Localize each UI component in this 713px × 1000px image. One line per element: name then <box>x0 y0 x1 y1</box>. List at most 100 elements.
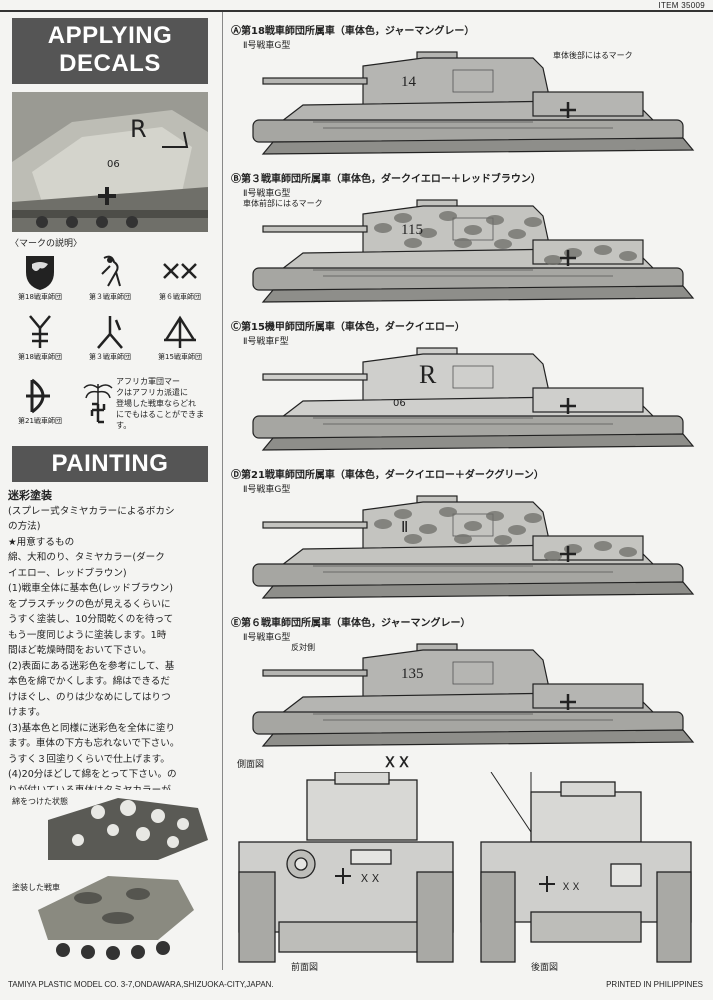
painting-photo-image: 綿をつけた状態 塗装した戦車 <box>8 790 214 968</box>
photo-mark-r: R <box>130 115 147 143</box>
painting-line: (2)表面にある迷彩色を参考にして、基 <box>8 660 175 672</box>
tank-note: 車体前部にはるマーク <box>243 199 323 208</box>
afrika-note-line: クはアフリカ派遣に <box>116 388 188 397</box>
3rd-panzer-division-icon <box>101 255 121 287</box>
tank-title-text: 第３戦車師団所属車（車体色，ダークイエロー＋レッドブラウン） <box>241 174 541 185</box>
painting-line: (3)基本色と同様に迷彩色を全体に塗り <box>8 722 176 734</box>
tank-side-view <box>252 51 695 155</box>
item-number: ITEM 35009 <box>658 1 705 10</box>
painting-line: をプラスチックの色が見えるくらいに <box>8 598 171 610</box>
painting-photo: 綿をつけた状態 塗装した戦車 <box>8 790 214 968</box>
tank-letter: Ⓐ <box>231 26 241 37</box>
tank-side-view <box>252 199 695 303</box>
applying-decals-line1: APPLYING <box>47 22 173 49</box>
tank-model: Ⅱ号戦車G型 <box>243 485 291 495</box>
photo-mark-06: 06 <box>107 159 120 170</box>
painting-line: 間ほど乾燥時間をおいて下さい。 <box>8 645 152 656</box>
tank-title-text: 第６戦車師団所属車（車体色，ジャーマングレー） <box>241 618 471 629</box>
mark-6th-division: 第６戦車師団 <box>150 252 210 310</box>
mark-18th-division: 第18戦車師団 <box>10 252 70 310</box>
photo-label-painted: 塗装した戦車 <box>12 882 60 892</box>
tank-turret-number: 14 <box>401 74 416 90</box>
marks-legend-heading: 〈マークの説明〉 <box>10 239 83 249</box>
footer-company: TAMIYA PLASTIC MODEL CO. 3-7,ONDAWARA,SH… <box>8 980 274 989</box>
18th-panzer-y-rune-icon <box>29 315 51 348</box>
painting-guide-panel: Ⓐ第18戦車師団所属車（車体色，ジャーマングレー）Ⅱ号戦車G型車体後部にはるマー… <box>222 12 713 972</box>
afrika-note-line: 登場した戦車ならどれ <box>116 399 196 408</box>
painting-subtitle: 迷彩塗装 <box>8 489 52 502</box>
painting-line: の方法) <box>8 521 41 532</box>
afrika-korps-palm-icon <box>83 384 113 424</box>
tank-title: Ⓓ第21戦車師団所属車（車体色，ダークイエロー＋ダークグリーン） <box>231 466 544 481</box>
mark-18th-rune: 第18戦車師団 <box>10 312 70 370</box>
division-mark-top: ＸＸ <box>383 755 411 771</box>
front-view-label: 前面図 <box>291 961 318 972</box>
tank-letter: Ⓔ <box>231 618 241 629</box>
painting-line: うすく３回塗りくらいで仕上げます。 <box>8 753 170 765</box>
tank-title-text: 第15機甲師団所属車（車体色，ダークイエロー） <box>241 322 465 333</box>
front-cross-mark <box>335 868 351 884</box>
tank-model: Ⅱ号戦車G型 <box>243 189 291 199</box>
applying-decals-heading: APPLYING DECALS <box>12 18 208 84</box>
painting-line: ます。車体の下方も忘れないで下さい。 <box>8 738 180 749</box>
mark-label: 第３戦車師団 <box>89 353 131 361</box>
tank-side-view <box>252 347 695 451</box>
painting-line: けます。 <box>8 707 46 718</box>
mark-3rd-division: 第３戦車師団 <box>80 252 140 310</box>
footer: TAMIYA PLASTIC MODEL CO. 3-7,ONDAWARA,SH… <box>0 972 713 1000</box>
tank-model: Ⅱ号戦車G型 <box>243 633 291 643</box>
tank-note: 反対側 <box>291 643 315 652</box>
painting-heading: PAINTING <box>12 446 208 482</box>
applying-decals-line2: DECALS <box>59 50 161 77</box>
painting-line: ★用意するもの <box>8 536 75 548</box>
tank-letter: Ⓑ <box>231 174 241 185</box>
tank-side-view <box>252 495 695 599</box>
front-rear-views: ＸＸ ＸＸ 前面図 後面図 <box>238 772 692 972</box>
6th-panzer-division-icon <box>163 263 197 279</box>
tank-profile: Ⓐ第18戦車師団所属車（車体色，ジャーマングレー） Ⅱ号戦車G型車体後部にはるマー… <box>223 12 713 160</box>
mark-label: 第18戦車師団 <box>18 353 62 361</box>
tank-title-text: 第18戦車師団所属車（車体色，ジャーマングレー） <box>241 26 475 37</box>
afrika-korps-note: アフリカ軍団マー クはアフリカ派遣に 登場した戦車ならどれ にでもはることができ… <box>82 376 212 432</box>
front-division-mark: ＸＸ <box>359 872 381 885</box>
painting-lines: (スプレー式タミヤカラーによるボカシの方法)★用意するもの綿、大和のり、タミヤカ… <box>8 504 218 830</box>
rear-view-label: 後面図 <box>531 961 558 972</box>
tank-title: Ⓑ第３戦車師団所属車（車体色，ダークイエロー＋レッドブラウン） <box>231 170 541 185</box>
tank-turret-number: Ⅱ <box>401 520 409 536</box>
tank-turret-number: R <box>419 360 437 389</box>
tank-note: 車体後部にはるマーク <box>553 51 633 60</box>
decal-photo: R 06 <box>12 92 208 232</box>
mark-label: 第３戦車師団 <box>89 293 131 301</box>
mark-label: 第６戦車師団 <box>159 293 201 301</box>
painting-line: (4)20分ほどして綿をとって下さい。の <box>8 769 177 780</box>
painting-line: (スプレー式タミヤカラーによるボカシ <box>8 505 175 517</box>
tank-turret-number: 115 <box>401 222 423 238</box>
top-rule <box>0 10 713 12</box>
afrika-note-line: アフリカ軍団マー <box>116 377 180 386</box>
15th-panzer-division-icon <box>164 315 196 348</box>
tank-side-view <box>252 643 695 747</box>
mark-15th-division: 第15戦車師団 <box>150 312 210 370</box>
tank-profile: Ⓑ第３戦車師団所属車（車体色，ダークイエロー＋レッドブラウン） Ⅱ号戦車G型車体前… <box>223 160 713 308</box>
mark-3rd-rune: 第３戦車師団 <box>80 312 140 370</box>
tank-title: Ⓐ第18戦車師団所属車（車体色，ジャーマングレー） <box>231 22 474 37</box>
painting-line: 本色を綿でかくします。綿はできるだ <box>8 676 170 687</box>
photo-label-cotton: 綿をつけた状態 <box>12 796 68 806</box>
side-view-label: 側面図 <box>237 760 265 770</box>
mark-21st-division: 第21戦車師団 <box>10 376 70 434</box>
front-view-drawing <box>238 772 454 963</box>
decal-photo-image: R 06 <box>12 92 208 232</box>
tank-letter: Ⓒ <box>231 322 241 333</box>
painting-line: (1)戦車全体に基本色(レッドブラウン) <box>8 583 173 594</box>
tank-profile: Ⓓ第21戦車師団所属車（車体色，ダークイエロー＋ダークグリーン） Ⅱ号戦車G型 Ⅱ <box>223 456 713 604</box>
painting-line: イエロー、レッドブラウン) <box>8 567 127 579</box>
tank-sub-number: 06 <box>393 398 406 409</box>
tank-title: Ⓒ第15機甲師団所属車（車体色，ダークイエロー） <box>231 318 465 333</box>
painting-line: うすく塗装し、10分間乾くのを待って <box>8 614 174 625</box>
tank-model: Ⅱ号戦車G型 <box>243 41 291 51</box>
tank-letter: Ⓓ <box>231 470 241 481</box>
mark-label: 第18戦車師団 <box>18 293 62 301</box>
tank-title: Ⓔ第６戦車師団所属車（車体色，ジャーマングレー） <box>231 614 471 629</box>
mark-label: 第21戦車師団 <box>18 417 62 425</box>
